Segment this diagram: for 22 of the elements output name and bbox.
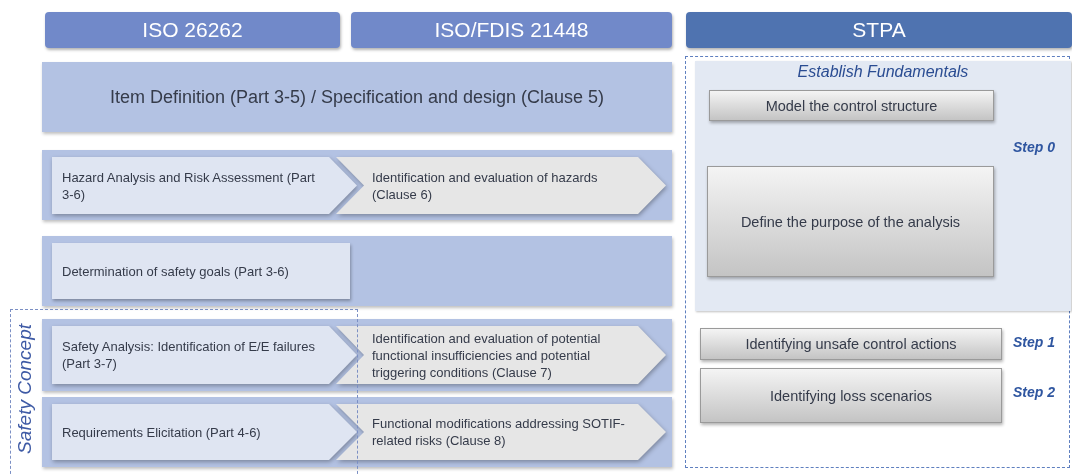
dashed-frame bbox=[685, 56, 1070, 468]
step-box: Identifying loss scenarios bbox=[700, 368, 1002, 423]
column-header: ISO/FDIS 21448 bbox=[351, 12, 672, 48]
process-step: Requirements Elicitation (Part 4-6) bbox=[52, 404, 357, 460]
step-label: Step 0 bbox=[1013, 139, 1055, 155]
process-step: Hazard Analysis and Risk Assessment (Part 3-6) bbox=[52, 157, 357, 214]
process-box: Determination of safety goals (Part 3-6) bbox=[52, 243, 350, 299]
row-band bbox=[42, 236, 672, 306]
process-step: Identification and evaluation of hazards (Clause 6) bbox=[336, 157, 666, 214]
step-box: Define the purpose of the analysis bbox=[707, 166, 994, 277]
phase-panel bbox=[695, 61, 1071, 311]
process-step: Safety Analysis: Identification of E/E failures (Part 3-7) bbox=[52, 326, 357, 384]
step-box: Model the control structure bbox=[709, 90, 994, 121]
step-label: Step 1 bbox=[1013, 334, 1055, 350]
step-label: Step 2 bbox=[1013, 384, 1055, 400]
panel-title: Establish Fundamentals bbox=[796, 63, 970, 81]
column-header: ISO 26262 bbox=[45, 12, 340, 48]
vertical-label: Safety Concept bbox=[14, 324, 36, 454]
step-box: Identifying unsafe control actions bbox=[700, 328, 1002, 360]
row-band: Item Definition (Part 3-5) / Specification and design (Clause 5) bbox=[42, 62, 672, 132]
row-band bbox=[42, 150, 672, 220]
column-header: STPA bbox=[686, 12, 1072, 48]
